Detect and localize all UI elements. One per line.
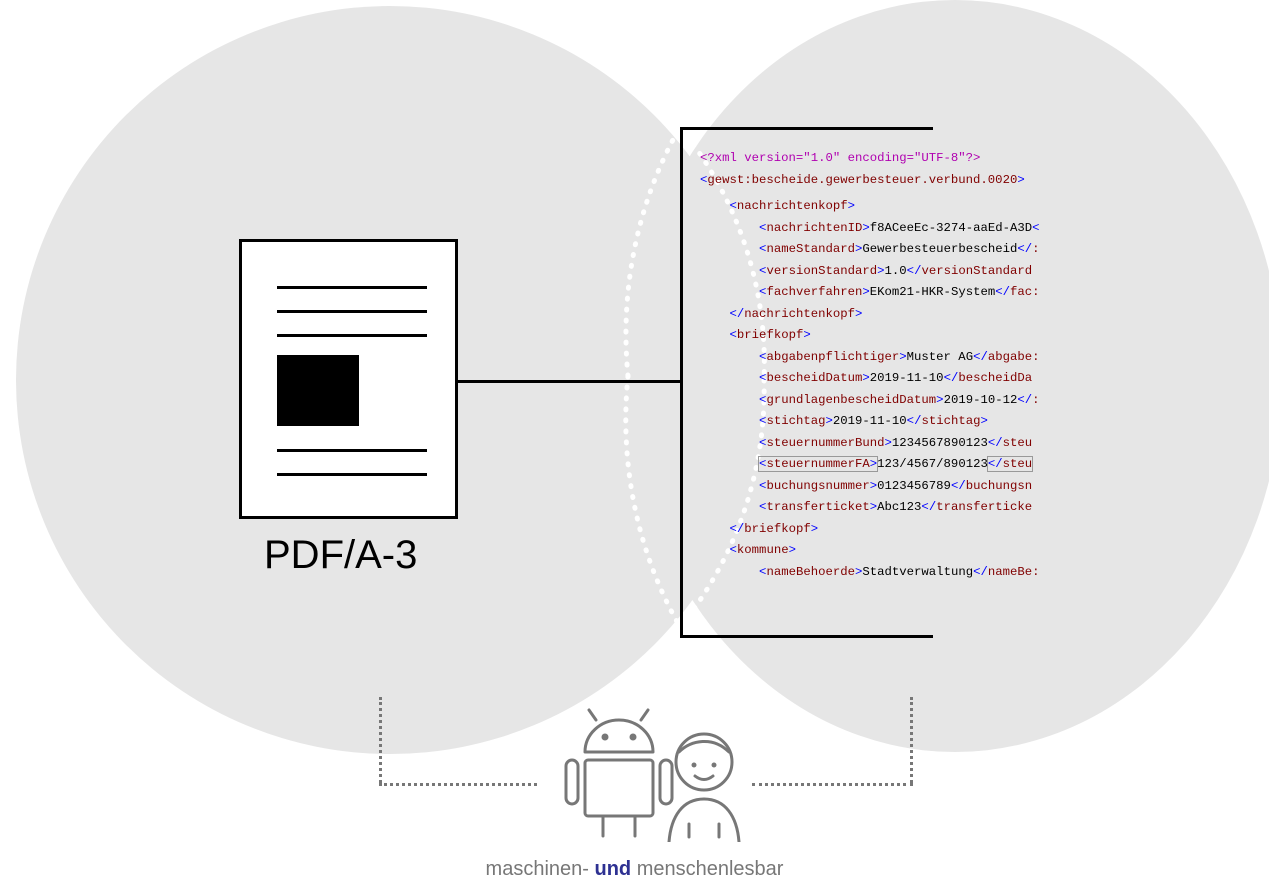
xml-value: 1234567890123 [891,435,988,450]
dotted-connector-right-horizontal [752,783,913,786]
xml-line: <abgabenpflichtiger>Muster AG</abgabe: [759,349,1040,364]
xml-value: 2019-11-10 [832,414,907,428]
pdf-document-icon [239,239,458,519]
xml-value: 1.0 [884,263,907,278]
xml-line: <nachrichtenkopf> [729,199,856,213]
xml-tag: fachverfahren [766,285,863,299]
xml-tag: bescheidDatum [766,371,863,385]
xml-value: Stadtverwaltung [862,564,974,579]
xml-line: <briefkopf> [729,328,811,342]
xml-tag: transferticke [936,500,1033,514]
xml-bracket-bottom [680,635,933,638]
xml-tag: abgabenpflichtiger [766,349,900,364]
xml-tag: nachrichtenkopf [736,199,848,213]
xml-declaration: <?xml version="1.0" encoding="UTF-8"?> [700,151,981,165]
xml-tag: : [1032,392,1040,407]
xml-tag: kommune [736,543,789,557]
doc-text-line [277,286,427,289]
xml-line: <buchungsnummer>0123456789</buchungsn [759,478,1033,493]
xml-line: <transferticket>Abc123</transferticke [759,500,1033,514]
xml-tag: stichtag [921,414,981,428]
xml-line: <?xml version="1.0" encoding="UTF-8"?> [700,148,1255,170]
xml-value: Muster AG [906,349,974,364]
xml-tag: bescheidDa [958,371,1033,385]
xml-tag: steuernummerFA [766,457,870,471]
xml-line: <nameBehoerde>Stadtverwaltung</nameBe: [759,564,1040,579]
pdf-format-label: PDF/A-3 [264,533,418,577]
xml-line: <versionStandard>1.0</versionStandard [759,263,1033,278]
xml-tag: versionStandard [766,263,878,278]
xml-value: EKom21-HKR-System [869,285,996,299]
xml-tag: fac: [1010,285,1040,299]
xml-tag: nameBehoerde [766,564,855,579]
caption-emphasis: und [594,858,632,880]
doc-text-line [277,334,427,337]
xml-tag: steu [1002,457,1033,471]
doc-text-line [277,449,427,452]
caption: maschinen- und menschenlesbar [0,858,1269,881]
xml-tag: nameBe: [987,564,1040,579]
doc-image-block [277,355,359,426]
xml-value: 2019-10-12 [943,392,1018,407]
xml-tag: steuernummerBund [766,435,885,450]
xml-tag: nachrichtenkopf [744,306,855,321]
xml-line: <steuernummerBund>1234567890123</steu [759,435,1033,450]
xml-value: Abc123 [877,500,922,514]
xml-line: <steuernummerFA>123/4567/890123</steu [758,456,1034,472]
xml-line: <bescheidDatum>2019-11-10</bescheidDa [759,371,1033,385]
xml-tag: buchungsnummer [766,478,870,493]
xml-tag: stichtag [766,414,826,428]
xml-line: <stichtag>2019-11-10</stichtag> [759,414,988,428]
caption-part-1: maschinen- [485,858,589,880]
doc-text-line [277,473,427,476]
xml-line: <kommune> [729,543,796,557]
android-robot-icon [564,708,674,838]
xml-bracket-top [680,127,933,130]
connector-line [458,380,682,383]
xml-value: Gewerbesteuerbescheid [862,242,1018,256]
xml-value: 2019-11-10 [869,371,944,385]
xml-line: <nameStandard>Gewerbesteuerbescheid</: [759,242,1040,256]
person-icon [667,732,741,844]
reader-icons [563,706,755,844]
xml-tag: versionStandard [921,263,1033,278]
xml-tag: nachrichtenID [766,220,863,235]
dotted-connector-left-vertical [379,697,382,783]
caption-part-2: menschenlesbar [636,858,784,880]
doc-text-line [277,310,427,313]
xml-line: <nachrichtenID>f8ACeeEc-3274-aaEd-A3D< [759,220,1040,235]
xml-value: f8ACeeEc-3274-aaEd-A3D [869,220,1033,235]
xml-value: 0123456789 [877,478,951,493]
venn-circle-right [628,0,1269,752]
dotted-connector-left-horizontal [379,783,537,786]
xml-value: 123/4567/890123 [877,457,988,471]
xml-line: <gewst:bescheide.gewerbesteuer.verbund.0… [700,172,1025,187]
xml-tag: briefkopf [744,521,811,536]
dotted-connector-right-vertical [910,697,913,783]
xml-tag: abgabe: [987,349,1040,364]
xml-line: <grundlagenbescheidDatum>2019-10-12</: [759,392,1040,407]
xml-tag: nameStandard [766,242,855,256]
xml-tag: grundlagenbescheidDatum [766,392,937,407]
xml-code-excerpt: <?xml version="1.0" encoding="UTF-8"?> <g… [700,148,1255,628]
xml-tag: buchungsn [965,478,1033,493]
xml-bracket-vertical [680,127,683,638]
xml-line: </briefkopf> [729,521,819,536]
xml-tag: : [1032,242,1040,256]
xml-tag: gewst:bescheide.gewerbesteuer.verbund.00… [707,172,1018,187]
xml-tag: steu [1002,435,1033,450]
xml-line: </nachrichtenkopf> [729,306,863,321]
xml-tag: transferticket [766,500,870,514]
xml-tag: briefkopf [736,328,804,342]
xml-line: <fachverfahren>EKom21-HKR-System</fac: [759,285,1040,299]
